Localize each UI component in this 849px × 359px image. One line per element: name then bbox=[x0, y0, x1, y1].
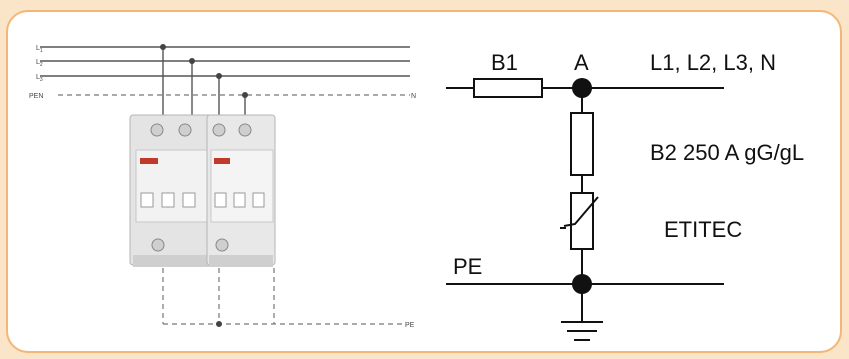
l3-label: L3 bbox=[36, 74, 43, 83]
spd-module-right bbox=[206, 114, 276, 267]
l2-label: L2 bbox=[36, 59, 43, 68]
label-b2: B2 250 A gG/gL bbox=[650, 140, 804, 165]
pen-label: PEN bbox=[29, 93, 43, 100]
varistor-diagonal bbox=[563, 196, 599, 227]
node-a-dot bbox=[572, 78, 592, 98]
schematic bbox=[446, 78, 724, 341]
varistor bbox=[570, 192, 594, 250]
junction-dot bbox=[189, 58, 195, 64]
junction-dot bbox=[216, 321, 222, 327]
label-etitec: ETITEC bbox=[664, 217, 742, 242]
pe-wire-label: PE bbox=[405, 322, 415, 329]
label-phases: L1, L2, L3, N bbox=[650, 50, 776, 75]
l1-label: L1 bbox=[36, 45, 43, 54]
label-b1: B1 bbox=[491, 50, 518, 75]
junction-dot bbox=[242, 92, 248, 98]
spd-module-left bbox=[129, 114, 213, 267]
junction-dot bbox=[216, 73, 222, 79]
fuse-b1 bbox=[473, 78, 543, 98]
pe-node-dot bbox=[572, 274, 592, 294]
wiring-illustration: L1 L2 L3 PEN N bbox=[29, 44, 416, 329]
label-node-a: A bbox=[574, 50, 589, 75]
fuse-b2 bbox=[570, 112, 594, 176]
junction-dot bbox=[160, 44, 166, 50]
n-label: N bbox=[411, 93, 416, 100]
label-pe: PE bbox=[453, 254, 482, 279]
